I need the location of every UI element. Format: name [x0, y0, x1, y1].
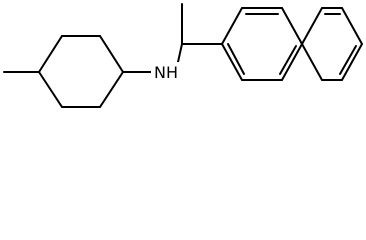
- double-bond-5: [339, 45, 357, 75]
- amine-label-background: [151, 62, 181, 82]
- bond-nitrogen-to-ch: [177, 43, 183, 63]
- naphthalene-ring: [221, 7, 364, 81]
- naphthalene-right-ring: [301, 7, 364, 81]
- amine-label: NH: [154, 63, 178, 82]
- double-bond-3: [279, 45, 297, 75]
- double-bond-2: [227, 43, 245, 75]
- structure-drawing: NH: [3, 3, 364, 108]
- naphthalene-left-ring: [221, 7, 304, 81]
- cyclohexane-bonds: [38, 35, 125, 108]
- cyclohexane-ring: [38, 35, 125, 108]
- amine-linker: [122, 3, 223, 73]
